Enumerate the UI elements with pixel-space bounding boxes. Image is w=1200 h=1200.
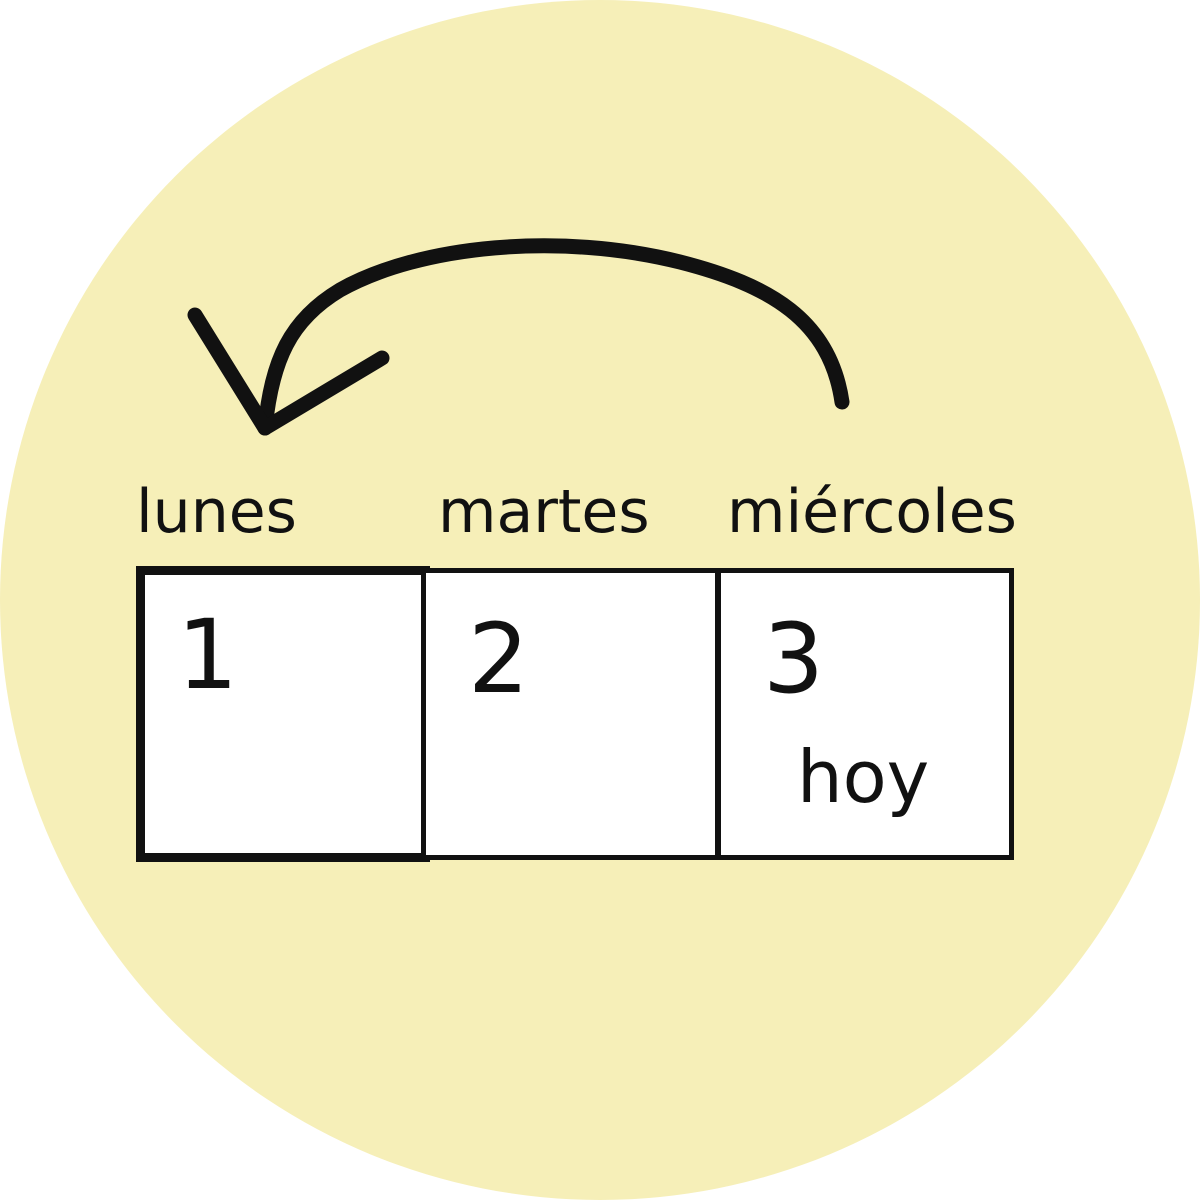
day-label-wednesday: miércoles [727,477,1017,547]
day-label-tuesday: martes [438,477,650,547]
day-number: 2 [468,603,530,715]
day-number: 3 [763,603,825,715]
today-label: hoy [797,735,930,819]
day-label-monday: lunes [136,477,297,547]
day-number: 1 [177,599,239,711]
calendar-day-box-wednesday: 3 hoy [716,568,1014,860]
calendar-day-box-tuesday: 2 [426,568,720,860]
calendar-day-box-monday: 1 [136,566,430,862]
